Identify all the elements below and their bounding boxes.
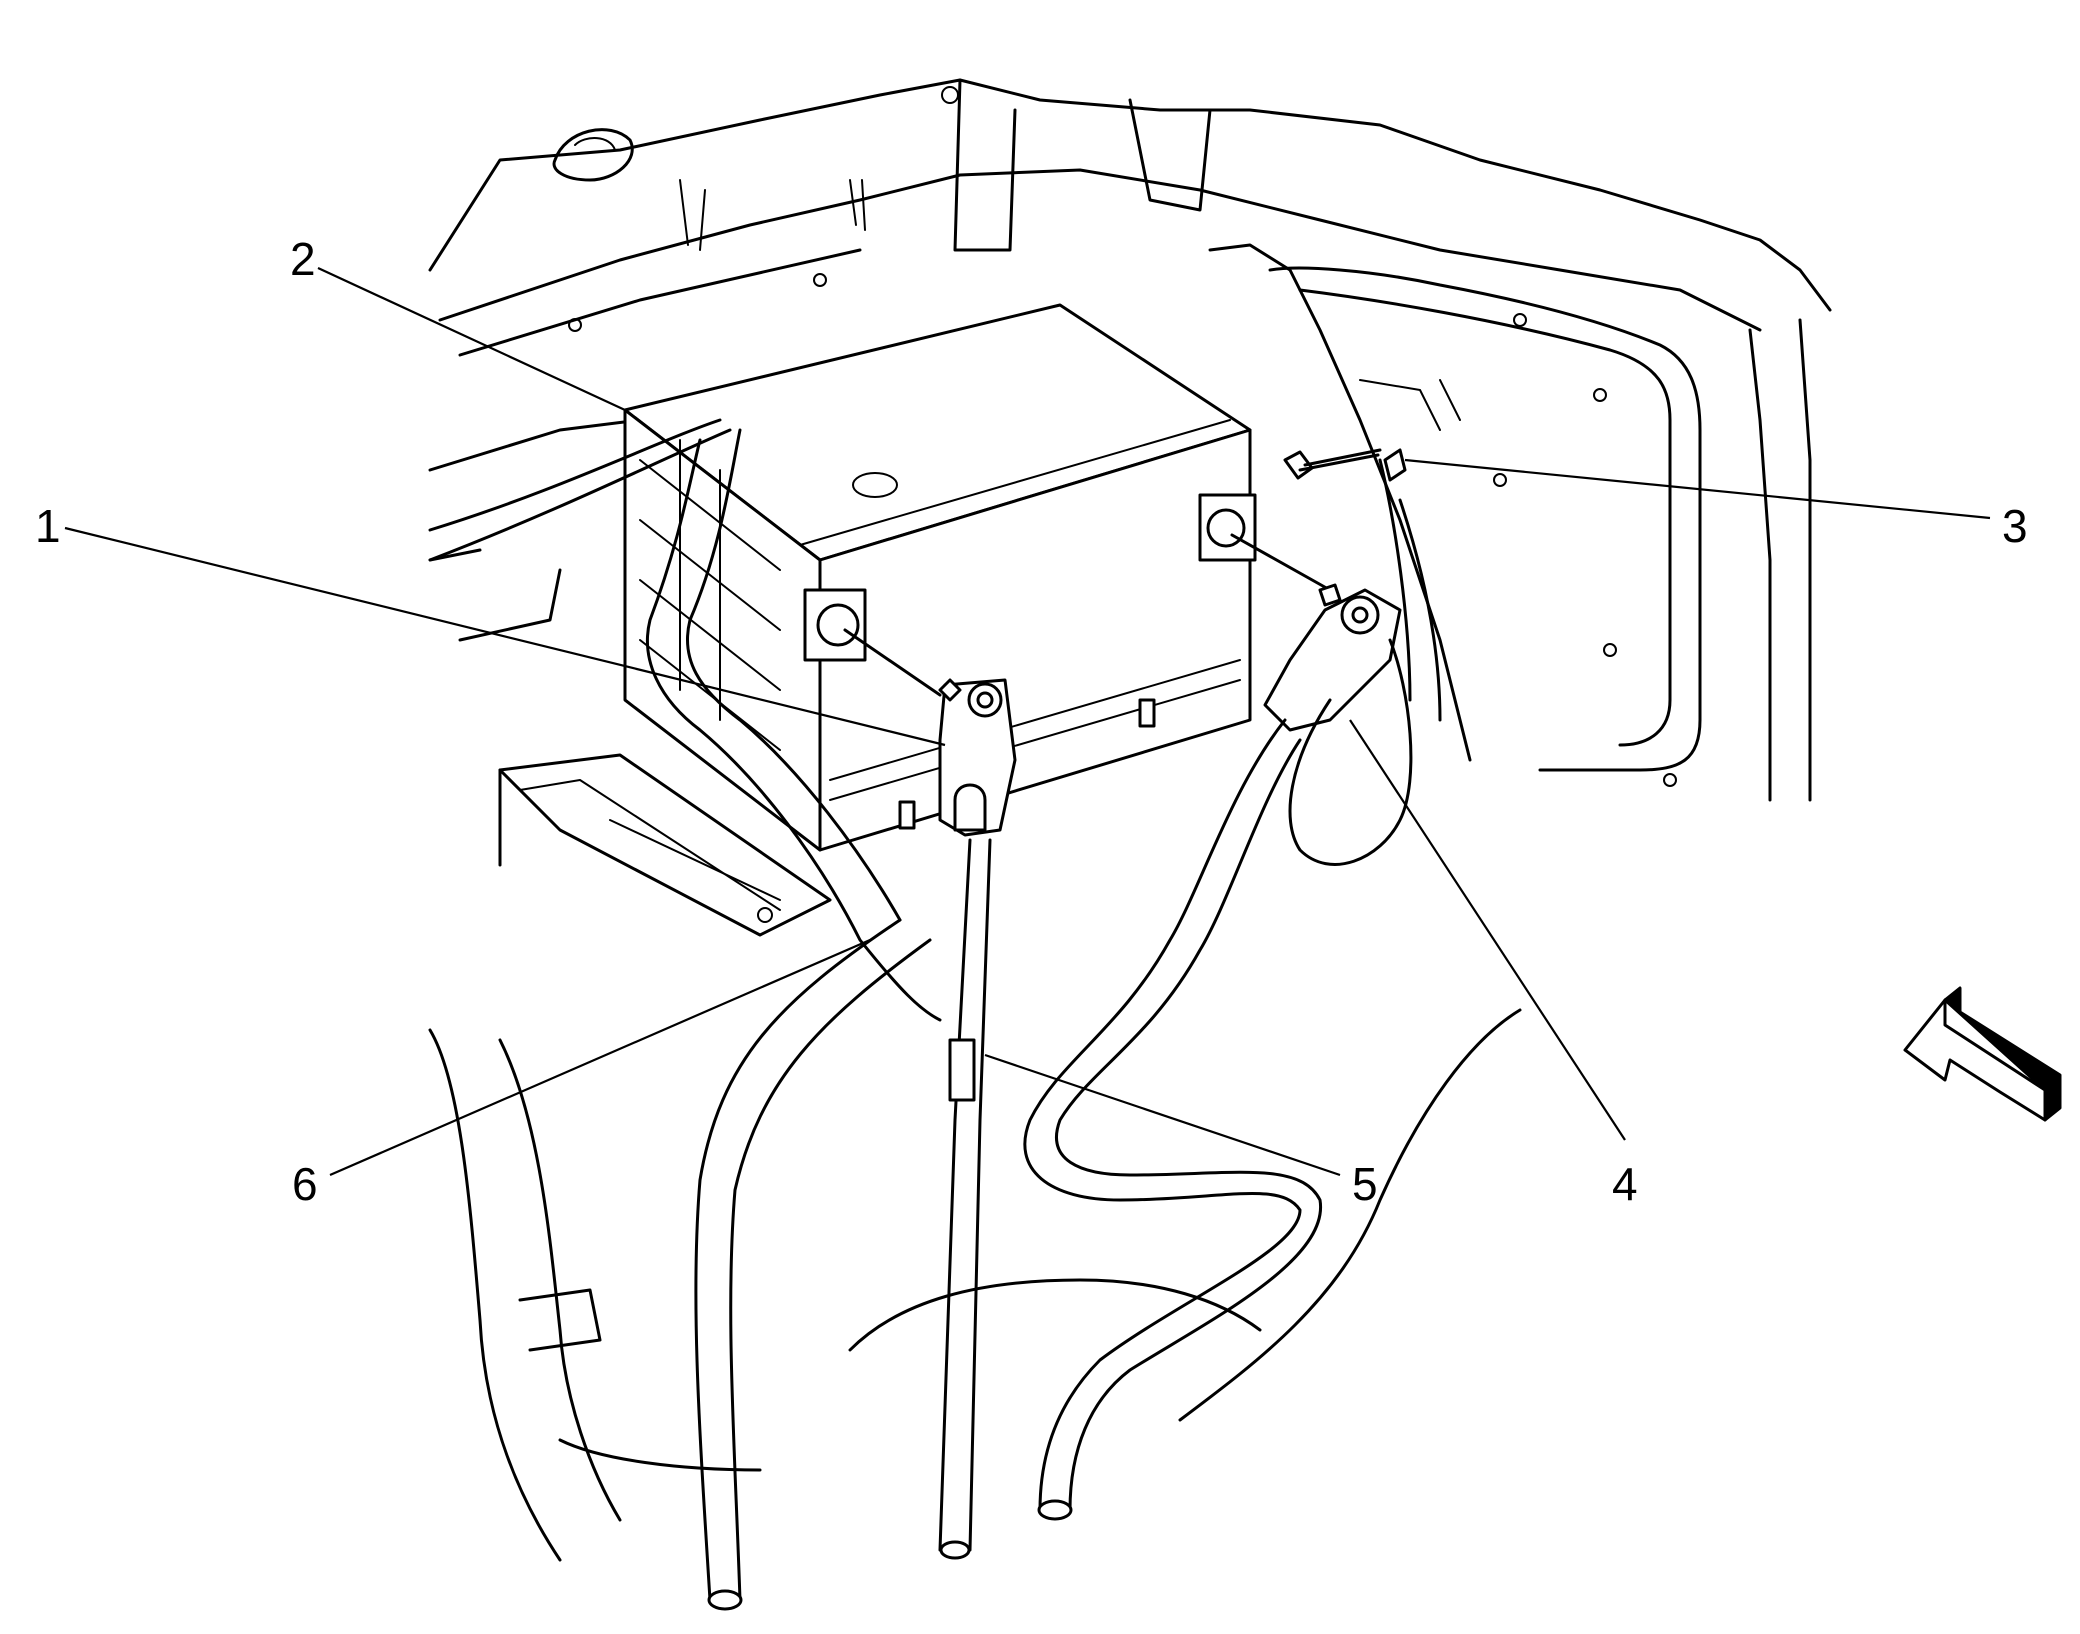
battery-tray-bracket [498, 753, 832, 937]
battery [623, 303, 1257, 852]
ground-bolt [1283, 448, 1382, 480]
positive-cable-clamp [1230, 533, 1402, 732]
callout-3: 3 [2002, 500, 2028, 552]
cables [428, 418, 1442, 1611]
callout-1: 1 [35, 500, 61, 552]
left-structure [428, 418, 1522, 1562]
callout-6: 6 [292, 1158, 318, 1210]
negative-cable-clamp [843, 628, 1017, 837]
view-direction-arrow-icon [1903, 986, 2062, 1122]
radiator-support [428, 78, 1832, 357]
fender-panel [1208, 243, 1812, 802]
callout-2: 2 [290, 233, 316, 285]
callout-labels: 1 2 3 4 5 6 [35, 233, 2028, 1210]
callout-leaders [64, 267, 1991, 1177]
callout-5: 5 [1352, 1158, 1378, 1210]
callout-4: 4 [1612, 1158, 1638, 1210]
